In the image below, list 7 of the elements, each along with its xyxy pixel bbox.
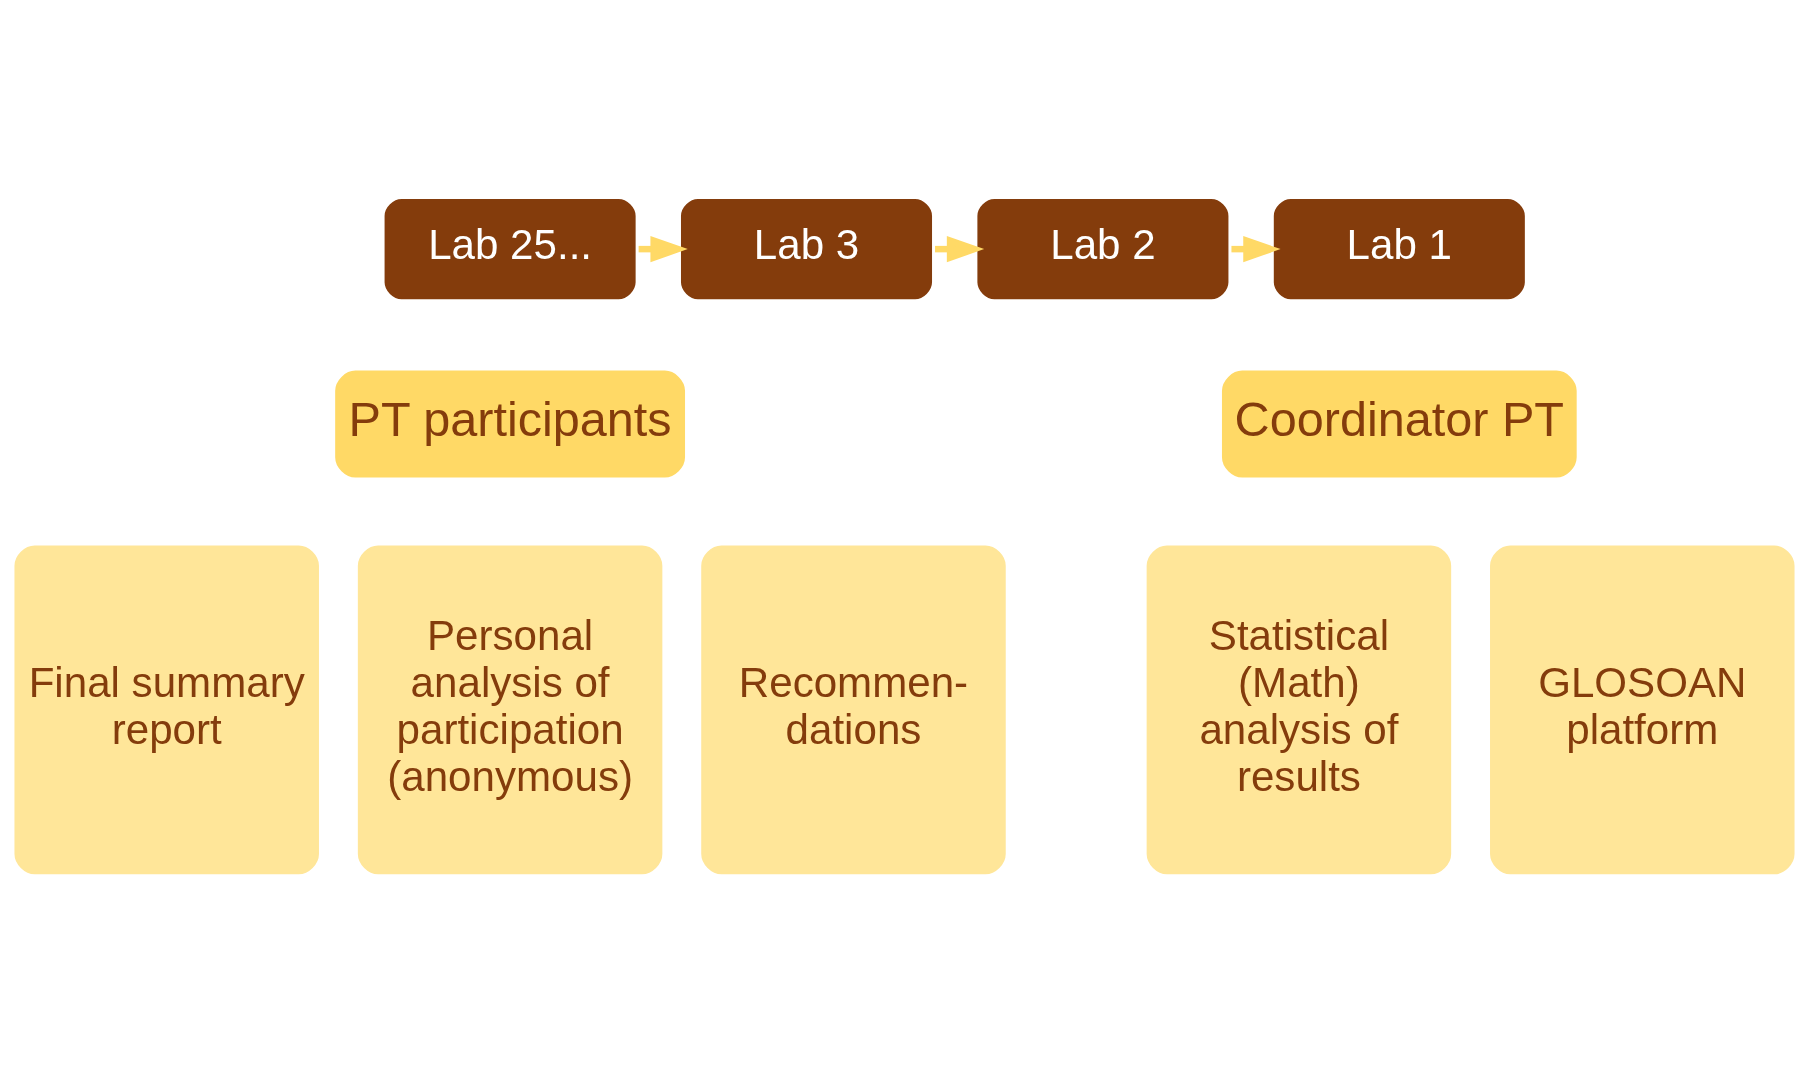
node-box: Recommen- dations [701, 545, 1006, 874]
node-box: Personal analysis of participation (anonymous) [357, 545, 663, 874]
node-box: Statistical (Math) analysis of results [1146, 545, 1452, 874]
node-box: GLOSOAN platform [1490, 545, 1795, 874]
node-box: PT participants [335, 370, 686, 477]
node-box: Final summary report [14, 545, 319, 874]
node-box: Coordinator PT [1221, 370, 1577, 477]
